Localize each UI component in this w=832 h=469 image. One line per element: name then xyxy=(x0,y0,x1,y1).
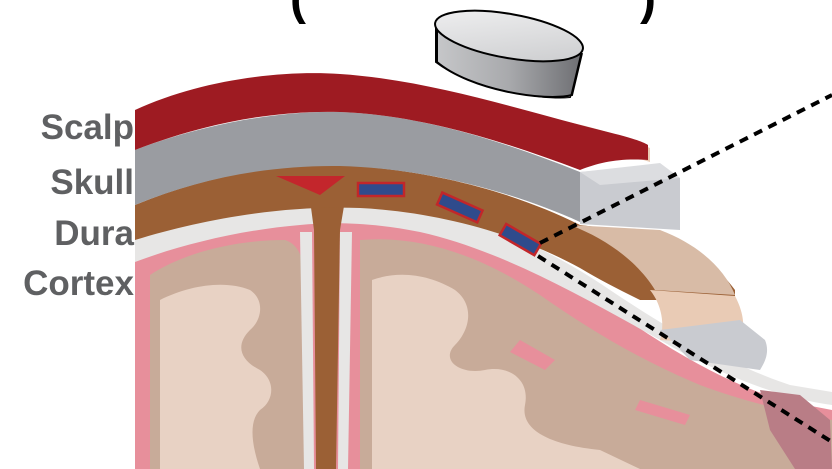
label-skull: Skull xyxy=(50,163,134,203)
label-cortex: Cortex xyxy=(23,264,134,304)
label-dura: Dura xyxy=(54,214,134,254)
ecog-electrode-icon xyxy=(358,183,404,196)
caption-open-paren: ( xyxy=(290,0,306,25)
zoom-line-upper xyxy=(540,95,832,243)
caption-close-paren: ) xyxy=(640,0,656,25)
cylinder-transducer-icon xyxy=(431,1,586,97)
label-scalp: Scalp xyxy=(41,108,134,148)
